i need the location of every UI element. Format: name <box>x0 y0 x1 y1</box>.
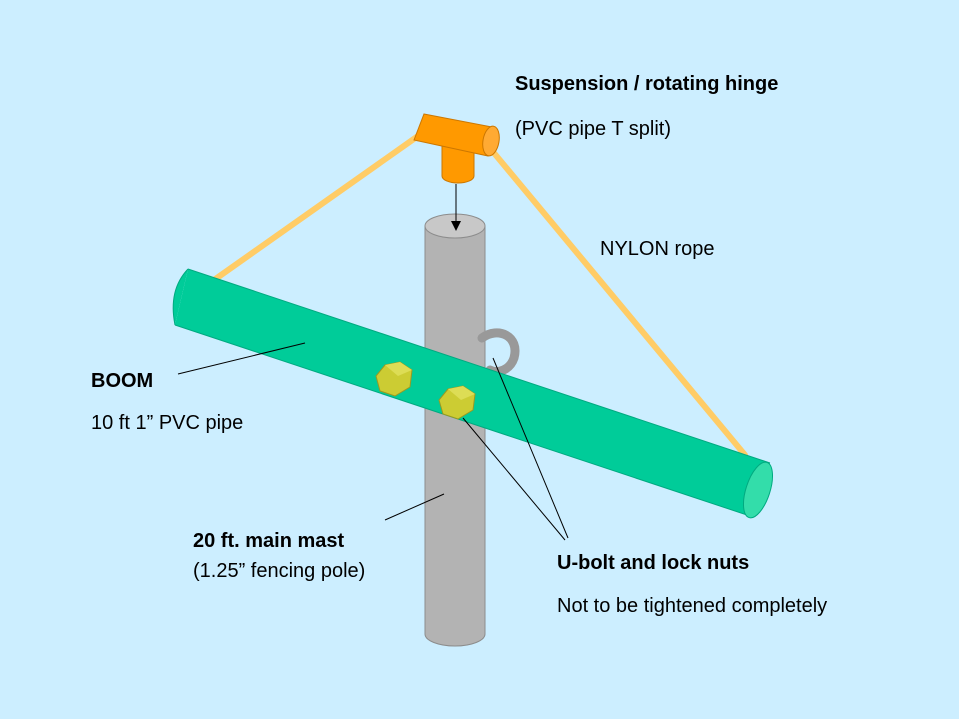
boom-subtitle: 10 ft 1” PVC pipe <box>91 412 244 434</box>
t-hinge <box>413 113 500 184</box>
lock-nut <box>438 385 476 420</box>
main-mast <box>424 213 486 647</box>
boom-title: BOOM <box>91 370 154 392</box>
rope-label: NYLON rope <box>600 238 715 260</box>
mast-title: 20 ft. main mast <box>193 530 345 552</box>
boom-leader-line <box>177 342 306 375</box>
u-bolt <box>477 328 520 376</box>
ubolt-leader-line <box>492 357 569 539</box>
lock-nut <box>375 361 413 397</box>
nylon-rope <box>211 133 748 458</box>
hinge-title: Suspension / rotating hinge <box>515 73 779 95</box>
ubolt-title: U-bolt and lock nuts <box>557 552 750 574</box>
ubolt-subtitle: Not to be tightened completely <box>557 595 828 617</box>
nut-leader-line <box>462 417 566 541</box>
hinge-subtitle: (PVC pipe T split) <box>515 118 671 140</box>
mast-subtitle: (1.25” fencing pole) <box>193 560 366 582</box>
mast-leader-line <box>384 493 445 521</box>
